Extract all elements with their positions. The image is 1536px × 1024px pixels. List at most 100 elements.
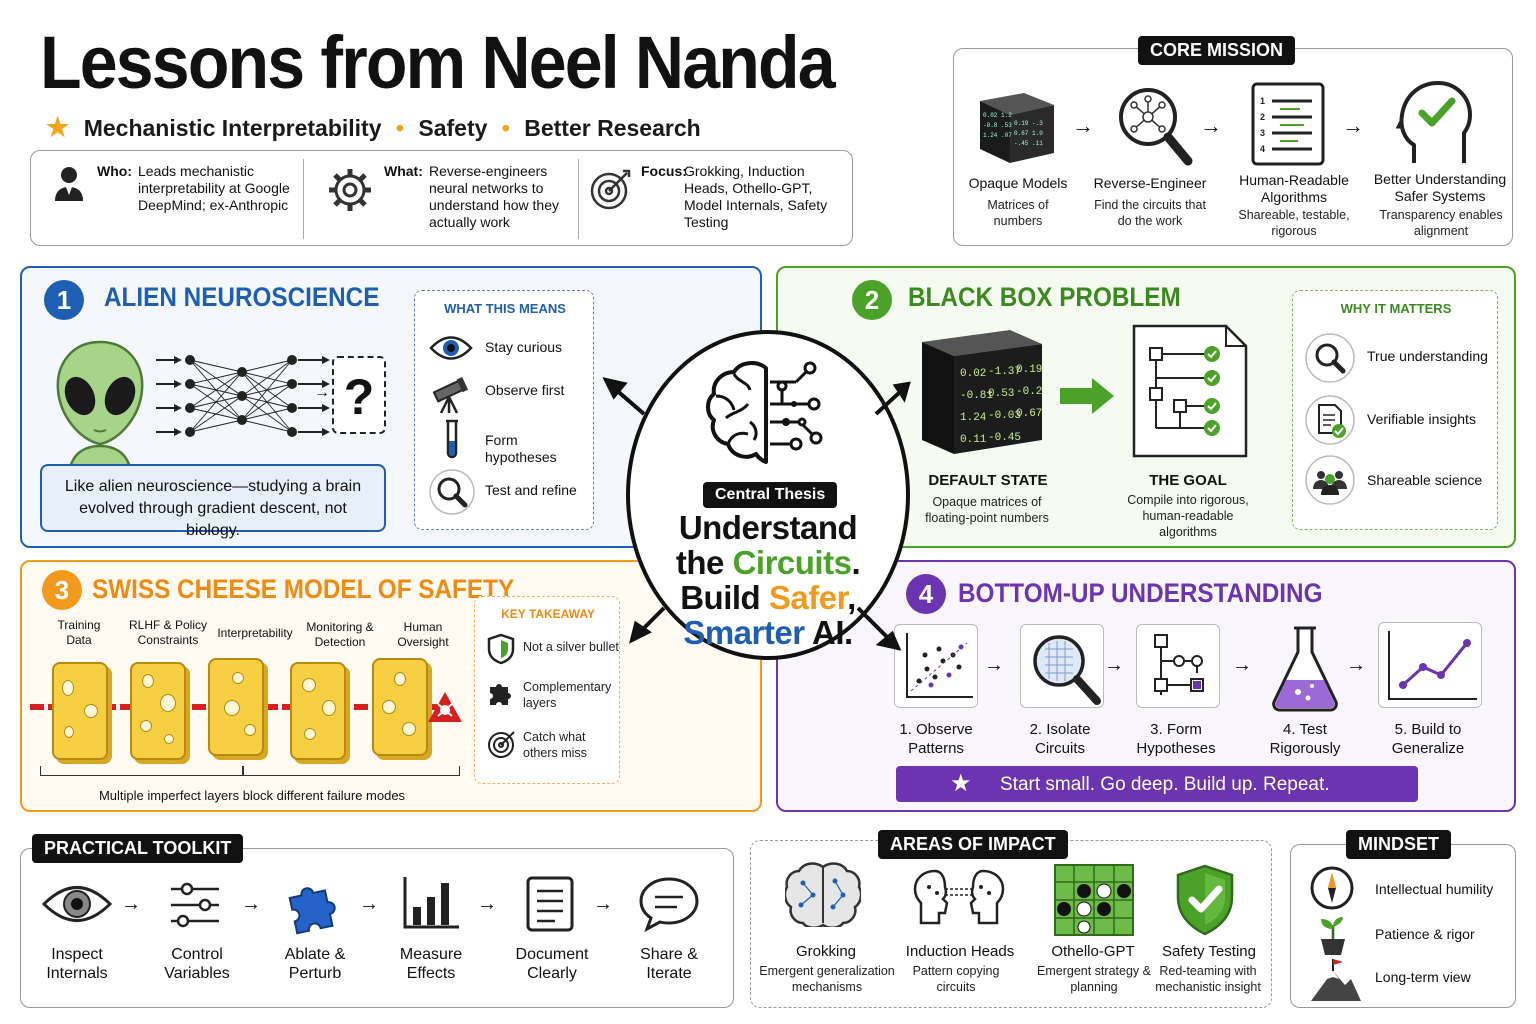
goal-title: THE GOAL [1149,472,1227,489]
impact-sub: Emergent generalization mechanisms [759,964,895,994]
target-icon [487,729,517,759]
svg-text:1.24 .07: 1.24 .07 [983,132,1012,139]
tagline-item: Mechanistic Interpretability [83,115,382,141]
arrow-right-icon: → [1346,654,1366,676]
divider [303,159,304,239]
toolkit-label: Measure Effects [399,946,463,982]
who-label: Who: [97,163,132,179]
section-alien-neuroscience: 1 ALIEN NEUROSCIENCE → ? Like alien neur… [20,266,762,548]
svg-text:3: 3 [1260,128,1265,138]
mindset-tag: MINDSET [1346,830,1451,859]
arrow-right-icon: → [1200,113,1222,138]
scatter-plot-icon [894,624,978,708]
plant-icon [1313,915,1353,957]
tagline-item: Safety [418,115,488,141]
what-this-means-box: WHAT THIS MEANS Stay curious Observe fir… [414,290,594,530]
focus-label: Focus: [641,163,687,179]
matrix-value: 0.11 [960,434,987,446]
mindset-item: Patience & rigor [1375,926,1475,942]
cheese-layer [290,662,346,760]
section-number-badge: 3 [42,570,82,610]
matrix-value: 1.24 [960,412,987,424]
brain-network-icon [785,861,861,927]
practical-toolkit-panel: → → → → → Inspect Internals Control Vari… [20,848,734,1008]
who-text: Leads mechanistic interpretability at Go… [138,163,290,213]
black-box-matrix: 0.02-1.370.19-0.810.53-0.271.24-0.030.67… [920,328,1044,456]
alien-caption: Like alien neuroscience—studying a brain… [40,464,386,539]
svg-text:0.19 -.3: 0.19 -.3 [1014,120,1043,127]
side-item: Not a silver bullet [523,640,619,654]
page-title: Lessons from Neel Nanda [40,21,836,104]
arrow-right-icon: → [359,893,379,915]
head-check-icon [1396,79,1478,167]
bracket-tick [242,766,244,776]
section-title: BLACK BOX PROBLEM [908,282,1181,312]
arrow-right-icon: → [593,893,613,915]
matrix-value: 0.02 [960,368,986,380]
shield-icon [487,633,515,665]
thesis-line-3: Build Safer, [680,579,856,616]
side-item: Observe first [485,382,565,398]
person-icon [49,163,89,203]
test-tube-icon [441,419,463,463]
magnifier-circuit-icon [1114,83,1194,169]
thesis-line-1: Understand [678,509,858,546]
side-title: WHY IT MATTERS [1340,301,1452,316]
side-title: KEY TAKEAWAY [501,607,595,621]
info-bar: Who: Leads mechanistic interpretability … [30,150,853,246]
star-icon: ★ [950,770,972,797]
tagline-sep: • [501,115,510,141]
svg-text:0.02 1.2: 0.02 1.2 [983,112,1012,119]
layer-label: Training Data [57,618,101,647]
impact-sub: Red-teaming with mechanistic insight [1155,964,1261,994]
core-mission-tag: CORE MISSION [1138,36,1296,65]
cheese-layer [130,662,186,760]
motto-text: Start small. Go deep. Build up. Repeat. [1000,774,1330,795]
thesis-text: Understand the Circuits. Build Safer, Sm… [636,510,900,650]
mindset-panel: Intellectual humility Patience & rigor L… [1290,844,1516,1008]
matrix-value: -0.27 [1016,386,1044,398]
step-label: 4. Test Rigorously [1269,721,1341,757]
svg-text:4: 4 [1260,144,1265,154]
magnifier-icon [429,469,475,515]
goal-sub: Compile into rigorous, human-readable al… [1127,493,1249,539]
mission-step-sub: Transparency enables alignment [1379,208,1503,238]
impact-title: Othello-GPT [1051,943,1135,960]
puzzle-piece-icon [285,875,345,935]
othello-board-icon [1053,863,1135,937]
document-check-icon [1305,395,1355,445]
arrow-right-icon: → [121,893,141,915]
impact-sub: Emergent strategy & planning [1037,964,1151,994]
connector-arrows [602,377,911,651]
step-label: 2. Isolate Circuits [1029,721,1091,757]
brain-circuit-icon [704,358,834,474]
svg-text:0.67 1.0: 0.67 1.0 [1014,130,1043,137]
layer-label: Interpretability [217,626,293,640]
mountain-flag-icon [1309,957,1363,1003]
focus-text: Grokking, Induction Heads, Othello-GPT, … [684,163,828,230]
svg-text:2: 2 [1260,112,1265,122]
arrow-right-green-icon [1060,376,1116,416]
motto-banner: ★ Start small. Go deep. Build up. Repeat… [896,766,1418,802]
areas-of-impact-tag: AREAS OF IMPACT [878,830,1068,859]
layer-label: Human Oversight [397,620,449,649]
side-item: Shareable science [1367,472,1483,488]
compass-icon [1309,865,1355,911]
flowchart-icon [1136,624,1220,708]
thesis-circuits: Circuits [732,544,852,581]
arrow-right-icon: → [1072,113,1094,138]
side-title: WHAT THIS MEANS [444,301,566,316]
step-label: 5. Build to Generalize [1391,721,1465,757]
matrix-value: -1.37 [988,366,1021,378]
practical-toolkit-tag: PRACTICAL TOOLKIT [32,834,244,863]
side-item: Form hypotheses [485,432,557,465]
eye-icon [41,879,113,929]
divider [578,159,579,239]
mindset-item: Intellectual humility [1375,881,1494,897]
matrix-value: -0.45 [988,432,1021,444]
tagline-item: Better Research [524,115,701,141]
section-title: ALIEN NEUROSCIENCE [104,282,380,312]
central-thesis-tag: Central Thesis [703,482,838,508]
algorithm-document-icon [1132,324,1248,458]
